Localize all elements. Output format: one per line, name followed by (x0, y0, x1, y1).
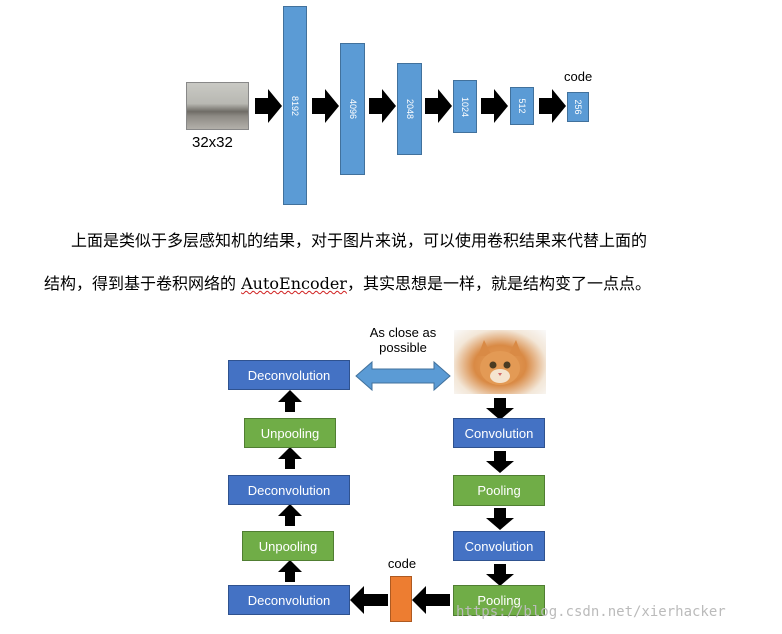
conv-arrows (278, 360, 514, 614)
convolution-box-2: Convolution (453, 531, 545, 561)
arrow-icon (481, 89, 508, 123)
pooling-box-2: Pooling (453, 585, 545, 616)
cat-image (454, 330, 546, 394)
pooling-box-1: Pooling (453, 475, 545, 506)
paragraph-line-2: 结构，得到基于卷积网络的 AutoEncoder，其实思想是一样，就是结构变了一… (44, 274, 651, 293)
layer-4096: 4096 (340, 43, 365, 175)
deconvolution-box-3: Deconvolution (228, 585, 350, 615)
arrow-icon (539, 89, 566, 123)
up-arrow-icon (278, 504, 302, 526)
deconvolution-box-1: Deconvolution (228, 360, 350, 390)
deconvolution-box-2: Deconvolution (228, 475, 350, 505)
autoencoder-term: AutoEncoder (241, 274, 347, 293)
left-arrow-icon (350, 586, 388, 614)
arrow-icon (312, 89, 339, 123)
unpooling-box-1: Unpooling (244, 418, 336, 448)
close-as-possible-label: As close as possible (369, 325, 437, 355)
down-arrow-icon (486, 398, 514, 420)
paragraph-line-1: 上面是类似于多层感知机的结果，对于图片来说，可以使用卷积结果来代替上面的 (71, 231, 648, 250)
layer-512: 512 (510, 87, 534, 125)
cat-icon (478, 340, 522, 385)
input-size-label: 32x32 (192, 134, 233, 151)
arrow-icon (425, 89, 452, 123)
watermark: https://blog.csdn.net/xierhacker (456, 604, 726, 620)
convolution-box-1: Convolution (453, 418, 545, 448)
down-arrow-icon (486, 508, 514, 530)
layer-256: 256 (567, 92, 589, 122)
up-arrow-icon (278, 560, 302, 582)
arrow-icon (369, 89, 396, 123)
layer-8192: 8192 (283, 6, 307, 205)
layer-1024: 1024 (453, 80, 477, 133)
arrow-icon (255, 89, 282, 123)
layer-2048: 2048 (397, 63, 422, 155)
unpooling-box-2: Unpooling (242, 531, 334, 561)
double-arrow-icon (355, 360, 451, 392)
code-label-bottom: code (387, 556, 417, 571)
left-arrow-icon (412, 586, 450, 614)
input-image-thumbnail (186, 82, 249, 130)
code-label-top: code (564, 69, 593, 84)
left-arrow-icon (412, 584, 452, 592)
encoder-arrows (255, 89, 566, 123)
down-arrow-icon (486, 564, 514, 586)
up-arrow-icon (278, 447, 302, 469)
up-arrow-icon (278, 390, 302, 412)
down-arrow-icon (486, 451, 514, 473)
code-block (390, 576, 412, 622)
